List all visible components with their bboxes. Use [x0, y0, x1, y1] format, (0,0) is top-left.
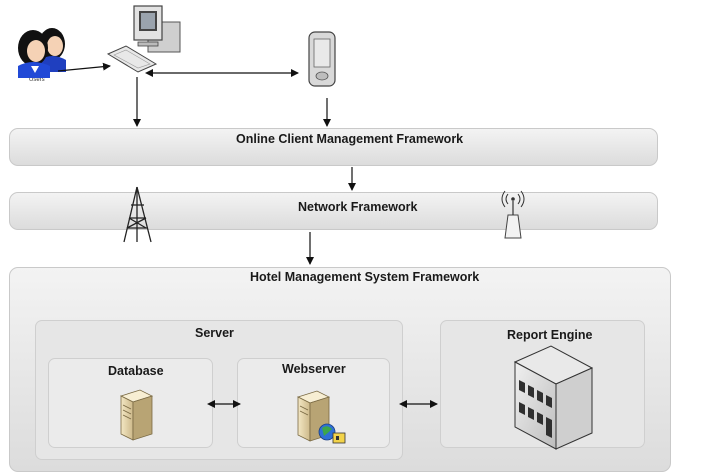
hotel-management-label: Hotel Management System Framework [250, 270, 480, 284]
cell-tower-icon [123, 186, 152, 243]
users-caption: Users [29, 77, 45, 83]
building-icon [513, 345, 594, 450]
users-icon [18, 28, 66, 78]
mobile-device-icon [308, 31, 336, 87]
client-management-layer [9, 128, 658, 166]
webserver-label: Webserver [282, 362, 346, 376]
desktop-computer-icon [106, 5, 181, 73]
web-server-icon [296, 390, 346, 444]
database-server-icon [119, 389, 154, 441]
network-layer [9, 192, 658, 230]
database-label: Database [108, 364, 164, 378]
wireless-router-icon [501, 190, 525, 239]
network-label: Network Framework [298, 200, 418, 214]
server-label: Server [195, 326, 234, 340]
client-management-label: Online Client Management Framework [236, 132, 464, 146]
report-engine-label: Report Engine [507, 328, 593, 342]
